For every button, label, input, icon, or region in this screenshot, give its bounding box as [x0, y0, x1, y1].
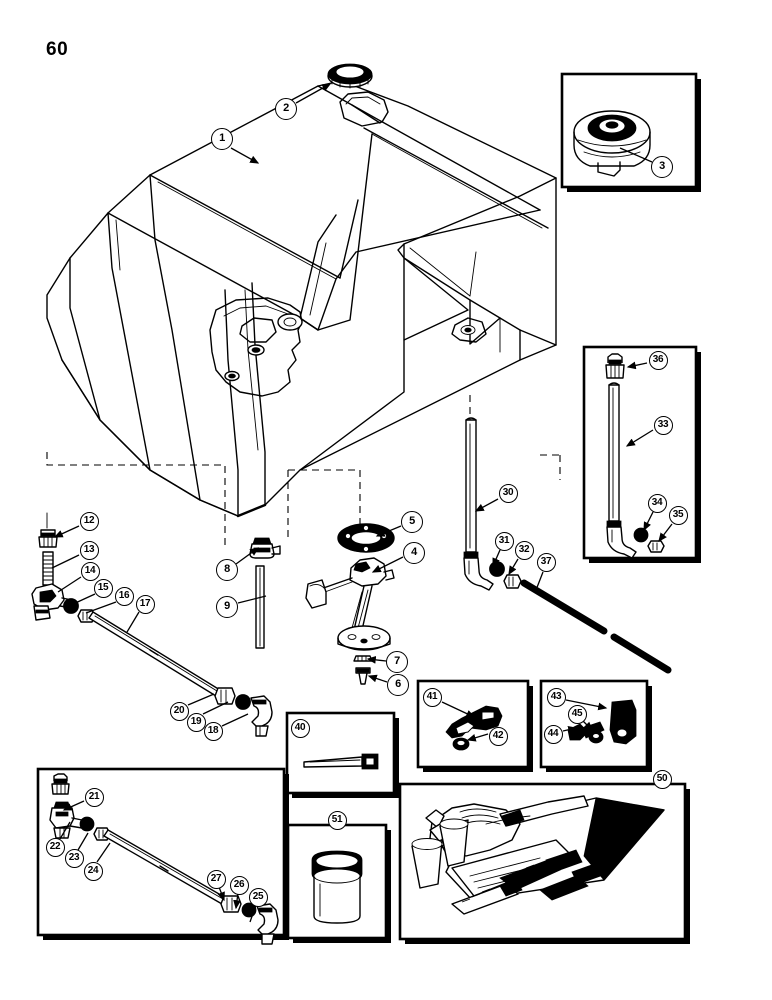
callout-42: 42	[488, 726, 508, 746]
alt-part-12-cap	[51, 773, 70, 795]
fuel-cap-detail-box	[560, 72, 701, 192]
standpipe-assembly-30	[463, 417, 672, 674]
callout-43: 43	[546, 687, 566, 707]
fuel-tank-figure	[46, 63, 557, 518]
part-18-elbow	[250, 695, 273, 737]
part-43-strap	[609, 699, 637, 745]
callout-21: 21	[84, 787, 104, 807]
callout-7: 7	[386, 651, 408, 673]
callout-51: 51	[327, 810, 347, 830]
part-9-tube	[255, 565, 265, 649]
fuel-cap-drawing	[573, 110, 651, 177]
part-45-washer	[588, 730, 604, 744]
part-40-cable-tie	[303, 753, 379, 770]
part-32-nut	[503, 574, 522, 589]
part-20-nut	[214, 687, 236, 705]
part-51-container	[311, 850, 363, 924]
part-14-valve-body	[31, 583, 73, 621]
part-8-fitting	[249, 537, 281, 559]
reference-dashed-lines	[46, 395, 561, 545]
callout-3: 3	[651, 156, 673, 178]
alt-part-21-valve	[49, 801, 83, 839]
callout-25: 25	[248, 887, 268, 907]
alt-part-25-elbow	[256, 903, 279, 945]
callout-16: 16	[114, 586, 134, 606]
part-30-elbow	[463, 551, 494, 591]
callout-2: 2	[275, 98, 297, 120]
part-5-gasket	[337, 523, 395, 553]
standpipe-fitting-36	[605, 353, 625, 379]
callout-19: 19	[186, 712, 206, 732]
callout-20: 20	[169, 701, 189, 721]
callout-22: 22	[45, 837, 65, 857]
callout-44: 44	[543, 724, 563, 744]
callout-15: 15	[93, 578, 113, 598]
callout-18: 18	[203, 721, 223, 741]
callout-36: 36	[648, 350, 668, 370]
callout-32: 32	[514, 540, 534, 560]
standpipe-nut-35	[647, 540, 665, 553]
cable-tie-box	[285, 711, 399, 798]
standpipe-tube-33	[608, 382, 620, 522]
callout-50: 50	[652, 769, 672, 789]
callout-4: 4	[403, 542, 425, 564]
standpipe-elbow	[606, 520, 637, 559]
callout-9: 9	[216, 596, 238, 618]
callout-30: 30	[498, 483, 518, 503]
callout-13: 13	[79, 540, 99, 560]
callout-35: 35	[668, 505, 688, 525]
callout-5: 5	[401, 511, 423, 533]
callout-6: 6	[387, 674, 409, 696]
strap-hardware-box	[539, 679, 652, 772]
fuel-cap-on-tank	[327, 63, 373, 89]
left-fuel-line-assembly	[31, 512, 273, 737]
part-42-nut	[452, 737, 470, 751]
callout-27: 27	[206, 869, 226, 889]
center-fuel-line-8-9	[249, 537, 281, 649]
part-30-tube	[465, 417, 477, 553]
callout-34: 34	[647, 493, 667, 513]
part-4-sender-unit	[305, 557, 395, 651]
callout-leader-lines	[51, 83, 673, 923]
callout-40: 40	[290, 718, 310, 738]
callout-37: 37	[536, 552, 556, 572]
callout-8: 8	[216, 559, 238, 581]
part-13-stem	[42, 551, 54, 586]
callout-1: 1	[211, 128, 233, 150]
page-number: 60	[46, 39, 69, 60]
fuel-sender-assembly	[305, 523, 395, 685]
part-12-cap	[38, 512, 58, 548]
callout-23: 23	[64, 848, 84, 868]
callout-14: 14	[80, 561, 100, 581]
callout-24: 24	[83, 861, 103, 881]
callout-17: 17	[135, 594, 155, 614]
callout-31: 31	[494, 531, 514, 551]
part-17-tube	[88, 611, 221, 697]
callout-12: 12	[79, 511, 99, 531]
standpipe-detail-box	[582, 345, 701, 563]
part-37-hose	[520, 579, 672, 674]
part-6-screw	[355, 667, 371, 685]
callout-33: 33	[653, 415, 673, 435]
callout-26: 26	[229, 875, 249, 895]
part-50-repair-kit	[411, 795, 665, 915]
container-box	[286, 823, 391, 943]
repair-kit-box	[398, 782, 690, 944]
part-41-clamp	[445, 705, 503, 739]
callout-45: 45	[567, 704, 587, 724]
callout-41: 41	[422, 687, 442, 707]
